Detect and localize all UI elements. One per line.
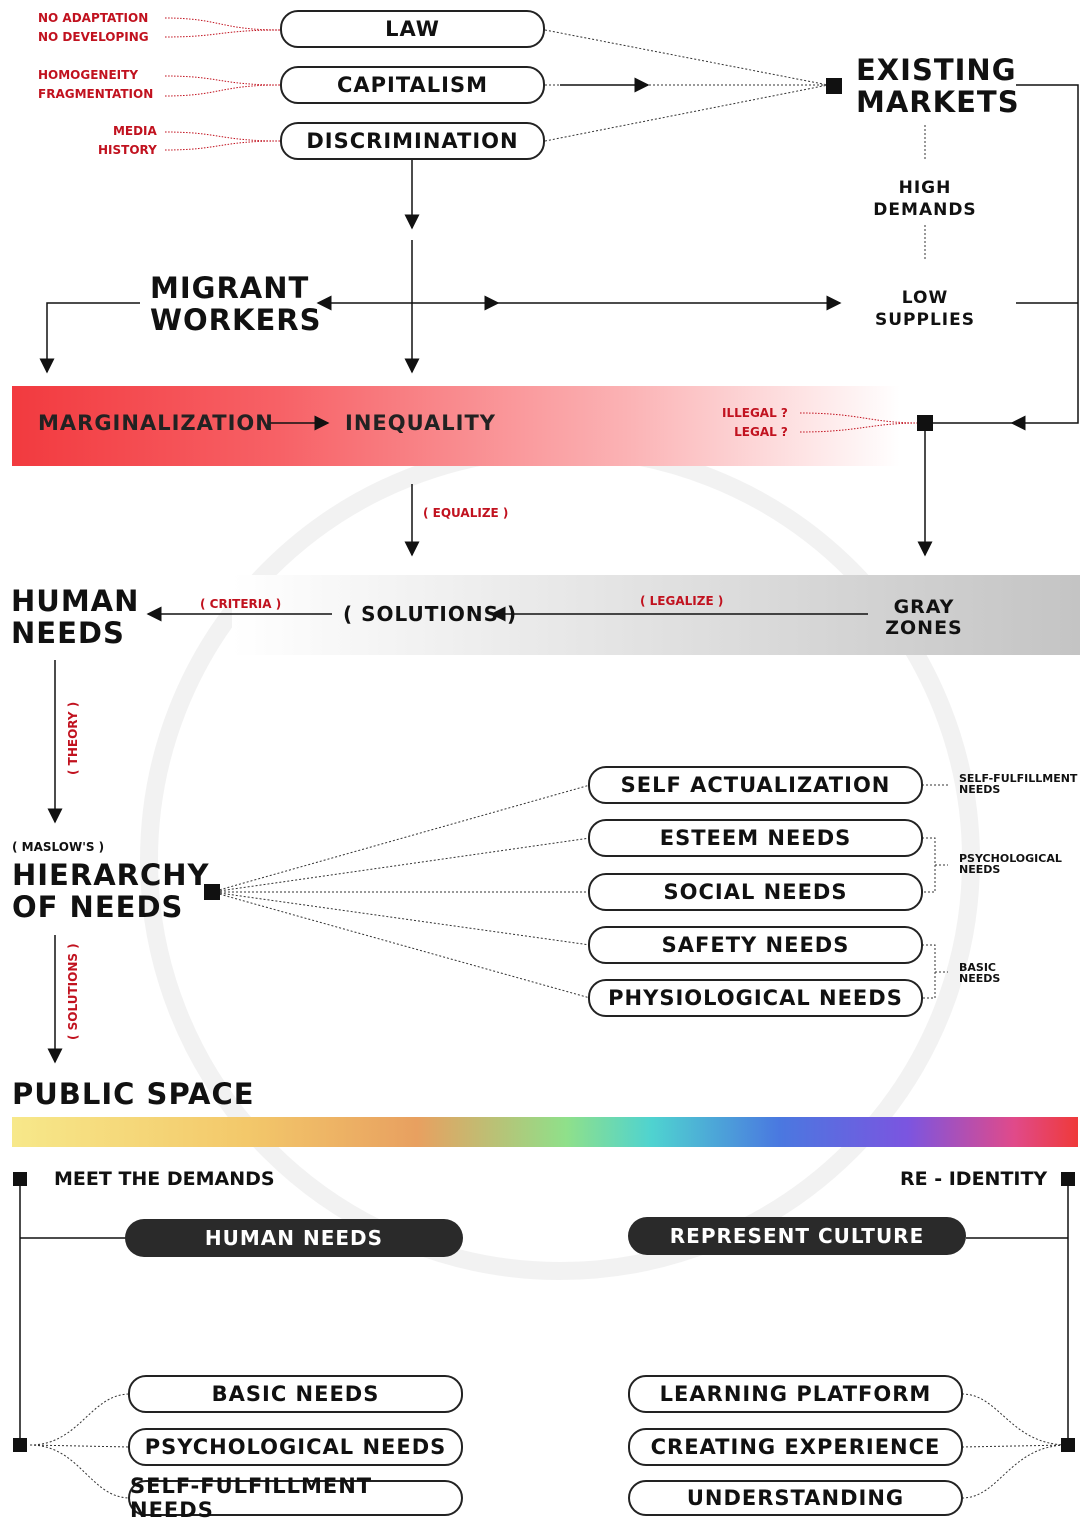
high-demands-line1: HIGH <box>898 178 952 198</box>
legal-node <box>917 415 933 431</box>
existing-markets-title: EXISTING MARKETS <box>856 54 1020 118</box>
group-self-line2: NEEDS <box>959 783 1001 796</box>
right-item-learning-platform: LEARNING PLATFORM <box>628 1375 963 1413</box>
meet-demands-node <box>13 1172 27 1186</box>
theory-label: ( THEORY ) <box>66 701 80 775</box>
re-identity-heading: RE - IDENTITY <box>900 1168 1048 1190</box>
left-item-self-fulfillment-needs: SELF-FULFILLMENT NEEDS <box>128 1474 463 1522</box>
gray-zones-label: GRAY ZONES <box>874 597 974 639</box>
group-basic: BASIC NEEDS <box>959 962 1000 984</box>
migrant-line2: WORKERS <box>150 303 322 337</box>
group-psychological: PSYCHOLOGICAL NEEDS <box>959 853 1062 875</box>
gray-zones-band <box>232 575 1080 655</box>
hierarchy-title: HIERARCHY OF NEEDS <box>12 859 210 923</box>
note-media: MEDIA <box>112 124 157 138</box>
right-item-understanding: UNDERSTANDING <box>628 1480 963 1516</box>
left-item-psychological-needs: PSYCHOLOGICAL NEEDS <box>128 1428 463 1466</box>
group-psych-line1: PSYCHOLOGICAL <box>959 852 1062 865</box>
low-supplies: LOW SUPPLIES <box>872 287 978 331</box>
discrimination-notes: MEDIA HISTORY <box>98 122 157 160</box>
level-physiological: PHYSIOLOGICAL NEEDS <box>588 979 923 1017</box>
criteria-label: ( CRITERIA ) <box>200 597 282 611</box>
human-needs-line1: HUMAN <box>11 584 140 618</box>
migrant-line1: MIGRANT <box>150 271 310 305</box>
note-legal: LEGAL ? <box>734 425 788 439</box>
solutions-vertical-label: ( SOLUTIONS ) <box>66 943 80 1040</box>
meet-demands-heading: MEET THE DEMANDS <box>54 1168 275 1190</box>
left-item-basic-needs: BASIC NEEDS <box>128 1375 463 1413</box>
marginalization-label: MARGINALIZATION <box>38 411 274 435</box>
group-basic-line1: BASIC <box>959 961 996 974</box>
gray-zones-line1: GRAY <box>893 596 955 618</box>
human-needs-line2: NEEDS <box>11 616 125 650</box>
law-notes: NO ADAPTATION NO DEVELOPING <box>38 9 149 47</box>
markets-node <box>826 78 842 94</box>
discrimination-box: DISCRIMINATION <box>280 122 545 160</box>
hierarchy-node <box>204 884 220 900</box>
hierarchy-line2: OF NEEDS <box>12 890 184 924</box>
human-needs-title: HUMAN NEEDS <box>11 585 139 649</box>
group-self-fulfillment: SELF-FULFILLMENT NEEDS <box>959 773 1077 795</box>
note-history: HISTORY <box>98 143 157 157</box>
low-supplies-line2: SUPPLIES <box>875 310 975 330</box>
legalize-label: ( LEGALIZE ) <box>640 594 724 608</box>
inequality-label: INEQUALITY <box>345 411 496 435</box>
solutions-label: ( SOLUTIONS ) <box>343 602 518 626</box>
migrant-workers-title: MIGRANT WORKERS <box>150 272 321 336</box>
marginalization-band <box>12 386 900 466</box>
equalize-label: ( EQUALIZE ) <box>423 506 509 520</box>
note-illegal: ILLEGAL ? <box>722 406 788 420</box>
existing-markets-line1: EXISTING <box>856 53 1017 87</box>
high-demands-line2: DEMANDS <box>873 200 977 220</box>
right-items-node <box>1061 1438 1075 1452</box>
legality-notes: ILLEGAL ? LEGAL ? <box>722 404 788 442</box>
spectrum-bar <box>12 1117 1078 1147</box>
existing-markets-line2: MARKETS <box>856 85 1020 119</box>
human-needs-dark-pill: HUMAN NEEDS <box>125 1219 463 1257</box>
capitalism-notes: HOMOGENEITY FRAGMENTATION <box>38 66 153 104</box>
group-basic-line2: NEEDS <box>959 972 1001 985</box>
maslow-prefix: ( MASLOW'S ) <box>12 840 105 854</box>
note-no-developing: NO DEVELOPING <box>38 30 149 44</box>
represent-culture-dark-pill: REPRESENT CULTURE <box>628 1217 966 1255</box>
high-demands: HIGH DEMANDS <box>872 177 978 221</box>
re-identity-node <box>1061 1172 1075 1186</box>
level-esteem: ESTEEM NEEDS <box>588 819 923 857</box>
public-space-title: PUBLIC SPACE <box>12 1077 255 1111</box>
level-self-actualization: SELF ACTUALIZATION <box>588 766 923 804</box>
right-item-creating-experience: CREATING EXPERIENCE <box>628 1428 963 1466</box>
note-fragmentation: FRAGMENTATION <box>38 87 154 101</box>
low-supplies-line1: LOW <box>901 288 949 308</box>
law-box: LAW <box>280 10 545 48</box>
group-self-line1: SELF-FULFILLMENT <box>959 772 1078 785</box>
note-no-adaptation: NO ADAPTATION <box>38 11 149 25</box>
gray-zones-line2: ZONES <box>885 617 963 639</box>
left-items-node <box>13 1438 27 1452</box>
capitalism-box: CAPITALISM <box>280 66 545 104</box>
note-homogeneity: HOMOGENEITY <box>38 68 139 82</box>
group-psych-line2: NEEDS <box>959 863 1001 876</box>
hierarchy-line1: HIERARCHY <box>12 858 210 892</box>
level-social: SOCIAL NEEDS <box>588 873 923 911</box>
level-safety: SAFETY NEEDS <box>588 926 923 964</box>
